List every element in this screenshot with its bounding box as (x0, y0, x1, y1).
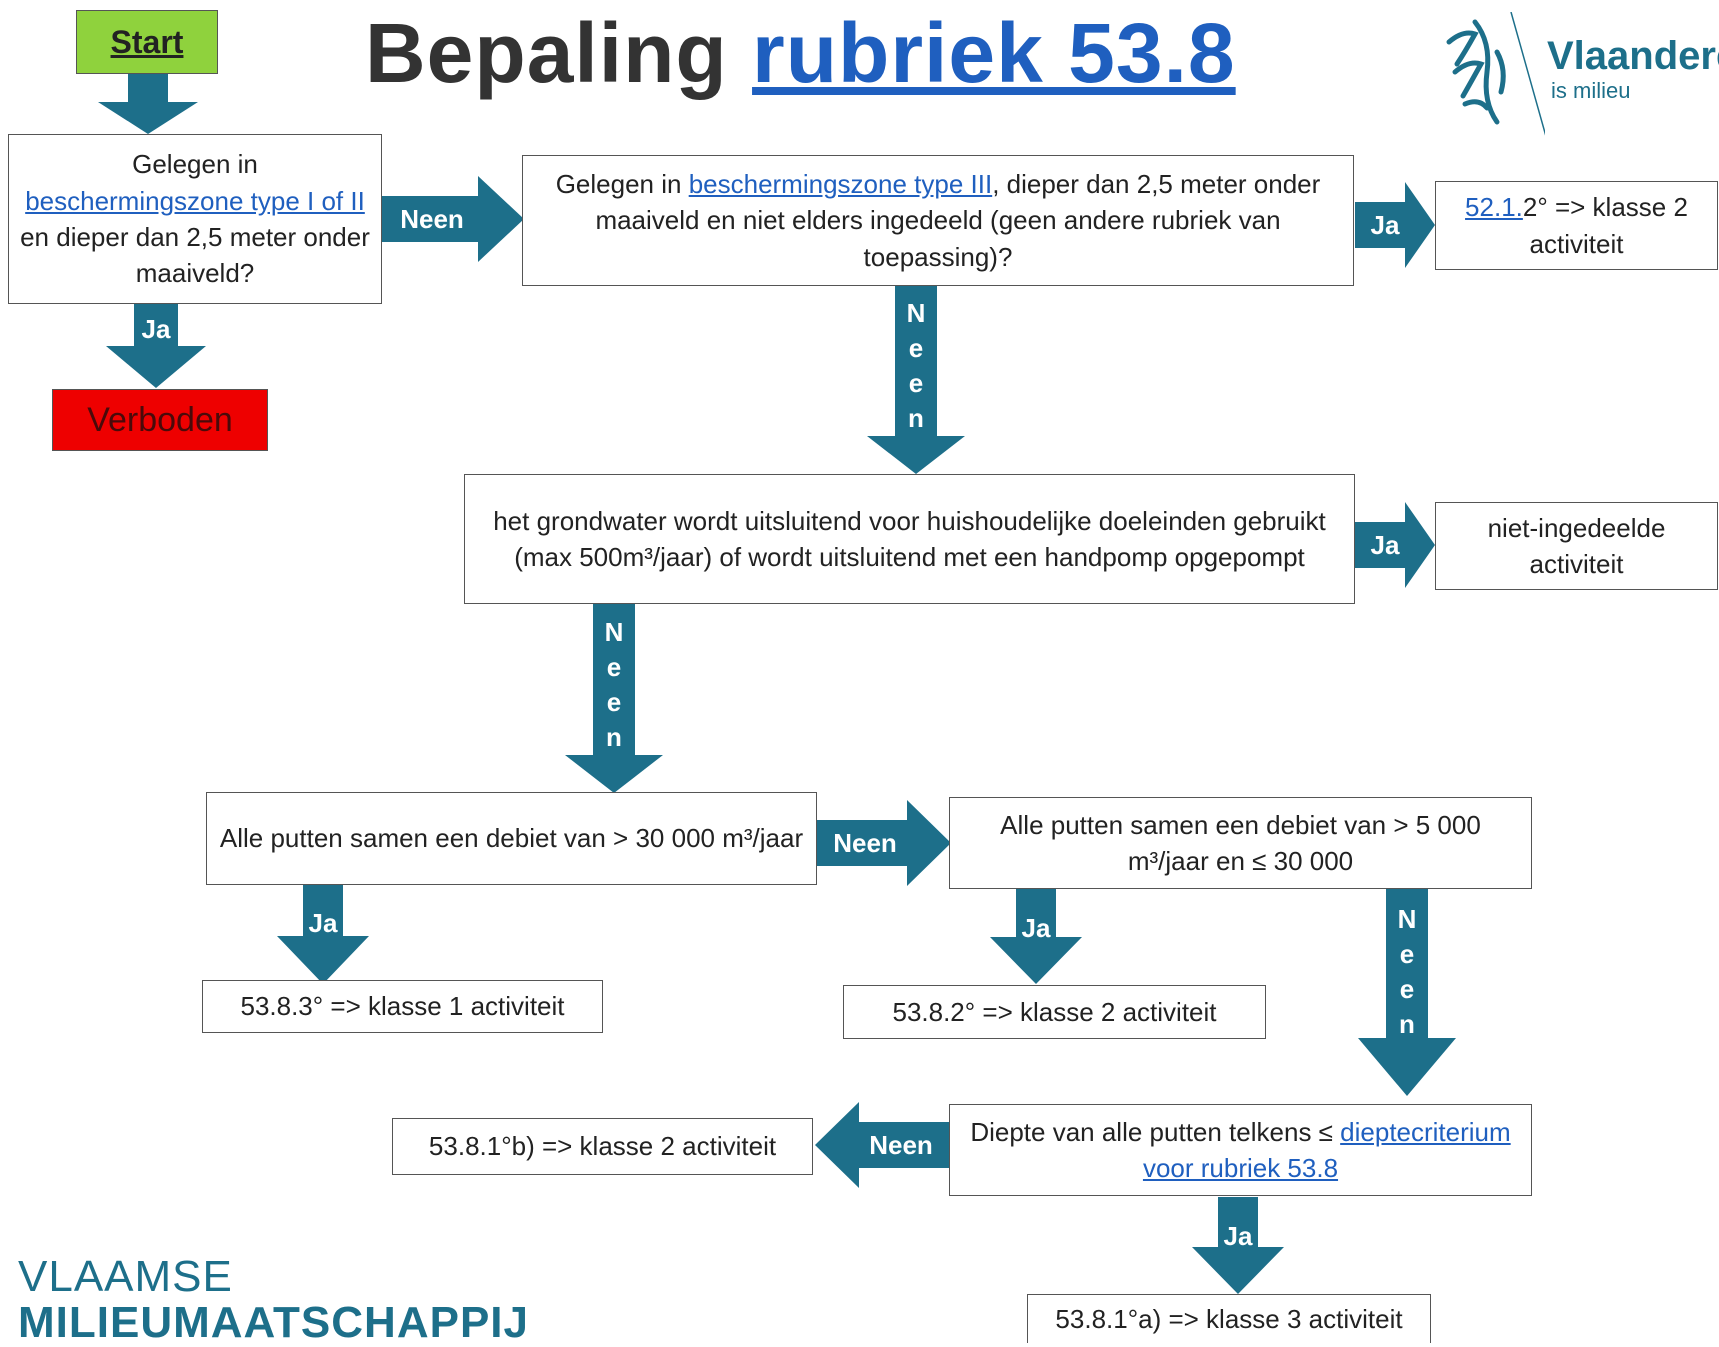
node-text: 53.8.1°b) => klasse 2 activiteit (428, 1131, 777, 1162)
node-text: Gelegen in (132, 149, 258, 180)
neen-label: N e e n (604, 617, 624, 753)
ja-label: Ja (308, 908, 338, 938)
node-text: Diepte van alle putten telkens ≤ (970, 1116, 1341, 1147)
node-text: het grondwater wordt uitsluitend voor hu… (493, 505, 1326, 572)
node-text: , dieper dan 2,5 meter onder maaiveld en… (595, 168, 1321, 272)
arrow-down-start (98, 74, 198, 134)
neen-label: Neen (400, 204, 464, 234)
arrow-right-ja-3: Ja (1355, 502, 1435, 588)
arrow-down-neen-5: N e e n (1358, 888, 1456, 1096)
neen-label: N e e n (1397, 904, 1417, 1040)
lion-icon (1446, 11, 1548, 141)
node-result-53-8-2: 53.8.2° => klasse 2 activiteit (843, 985, 1266, 1039)
neen-label: N e e n (906, 298, 926, 434)
node-text: 53.8.2° => klasse 2 activiteit (892, 996, 1217, 1027)
arrow-left-neen-6: Neen (815, 1102, 951, 1188)
node-text: Gelegen in (555, 168, 689, 199)
node-text: niet-ingedeelde activiteit (1487, 512, 1666, 579)
node-text: Alle putten samen een debiet van > 5 000… (1000, 809, 1481, 876)
node-text: Alle putten samen een debiet van > 30 00… (219, 823, 804, 854)
node-text: 53.8.3° => klasse 1 activiteit (240, 991, 565, 1022)
ja-label: Ja (141, 314, 171, 344)
link-beschermingszone-1-2[interactable]: beschermingszone type I of II (25, 185, 365, 216)
vlaanderen-logo: Vlaanderen is milieu (1435, 11, 1719, 142)
node-result-53-8-3: 53.8.3° => klasse 1 activiteit (202, 980, 603, 1033)
page-title: Bepaling rubriek 53.8 (365, 5, 1236, 102)
link-beschermingszone-3[interactable]: beschermingszone type III (688, 168, 993, 199)
arrow-down-ja-6: Ja (1192, 1197, 1284, 1294)
arrow-down-ja-4: Ja (277, 884, 369, 984)
start-node: Start (76, 10, 218, 74)
node-text: 53.8.1°a) => klasse 3 activiteit (1055, 1303, 1403, 1334)
vmm-line1: VLAAMSE (18, 1252, 233, 1301)
ja-label: Ja (1370, 210, 1400, 240)
arrow-right-neen-1: Neen (382, 176, 524, 262)
arrow-right-ja-2: Ja (1355, 182, 1435, 268)
node-niet-ingedeeld: niet-ingedeelde activiteit (1435, 502, 1718, 590)
node-text: 2° => klasse 2 activiteit (1522, 192, 1688, 259)
node-result-52-1: 52.1.2° => klasse 2 activiteit (1435, 181, 1718, 270)
node-huishoudelijk: het grondwater wordt uitsluitend voor hu… (464, 474, 1355, 604)
title-text: Bepaling (365, 6, 753, 100)
verboden-label: Verboden (87, 400, 233, 439)
arrow-down-ja-1: Ja (106, 302, 206, 388)
arrow-down-neen-2: N e e n (867, 286, 965, 474)
arrow-right-neen-4: Neen (815, 800, 951, 886)
node-text: en dieper dan 2,5 meter onder maaiveld? (20, 222, 370, 289)
vmm-logo: VLAAMSE MILIEUMAATSCHAPPIJ (18, 1255, 529, 1345)
arrow-down-neen-3: N e e n (565, 603, 663, 793)
ja-label: Ja (1223, 1221, 1253, 1251)
node-diepte: Diepte van alle putten telkens ≤ dieptec… (949, 1104, 1532, 1196)
node-debiet-30000: Alle putten samen een debiet van > 30 00… (206, 792, 817, 885)
start-label: Start (110, 23, 184, 60)
link-dieptecriterium[interactable]: dieptecriterium voor rubriek 53.8 (1142, 1116, 1511, 1183)
ja-label: Ja (1370, 530, 1400, 560)
neen-label: Neen (833, 828, 897, 858)
title-link[interactable]: rubriek 53.8 (752, 6, 1236, 100)
node-debiet-5000: Alle putten samen een debiet van > 5 000… (949, 797, 1532, 889)
node-result-53-8-1b: 53.8.1°b) => klasse 2 activiteit (392, 1118, 813, 1175)
logo-brand: Vlaanderen (1547, 34, 1719, 78)
ja-label: Ja (1021, 913, 1051, 943)
link-52-1[interactable]: 52.1. (1465, 192, 1523, 223)
vmm-line2: MILIEUMAATSCHAPPIJ (18, 1298, 529, 1347)
node-verboden: Verboden (52, 389, 268, 451)
node-result-53-8-1a: 53.8.1°a) => klasse 3 activiteit (1027, 1294, 1431, 1343)
arrow-down-ja-5: Ja (990, 887, 1082, 984)
logo-sub: is milieu (1551, 78, 1631, 103)
node-zone-3: Gelegen in beschermingszone type III, di… (522, 155, 1354, 286)
neen-label: Neen (869, 1130, 933, 1160)
